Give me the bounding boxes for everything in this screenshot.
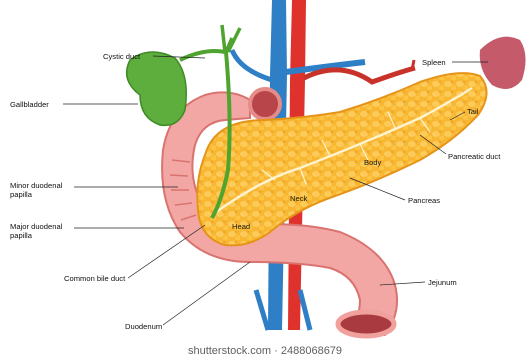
label-jejunum: Jejunum xyxy=(428,278,457,287)
label-head: Head xyxy=(232,222,250,231)
label-pancreatic-duct: Pancreatic duct xyxy=(448,152,500,161)
gallbladder-organ xyxy=(127,52,187,125)
label-cystic-duct: Cystic duct xyxy=(103,52,140,61)
duodenum-opening xyxy=(250,89,280,119)
splenic-artery xyxy=(304,68,415,82)
label-spleen: Spleen xyxy=(422,58,446,67)
watermark: shutterstock.com · 2488068679 xyxy=(0,345,530,357)
label-gallbladder: Gallbladder xyxy=(10,100,49,109)
label-common-bile-duct: Common bile duct xyxy=(64,274,125,283)
jejunum-opening xyxy=(338,312,394,336)
label-tail: Tail xyxy=(467,107,478,116)
label-neck: Neck xyxy=(290,194,307,203)
cystic-duct xyxy=(180,51,225,60)
label-pancreas: Pancreas xyxy=(408,196,440,205)
portal-branch xyxy=(232,50,272,80)
label-minor-duodenal-papilla: Minor duodenal papilla xyxy=(10,181,70,199)
label-major-duodenal-papilla: Major duodenal papilla xyxy=(10,222,70,240)
splenic-branch xyxy=(412,60,414,70)
hepatic-ducts xyxy=(222,25,240,52)
label-duodenum: Duodenum xyxy=(125,322,162,331)
label-body: Body xyxy=(364,158,381,167)
mesenteric-vessels xyxy=(256,290,310,330)
spleen-organ xyxy=(480,37,526,89)
